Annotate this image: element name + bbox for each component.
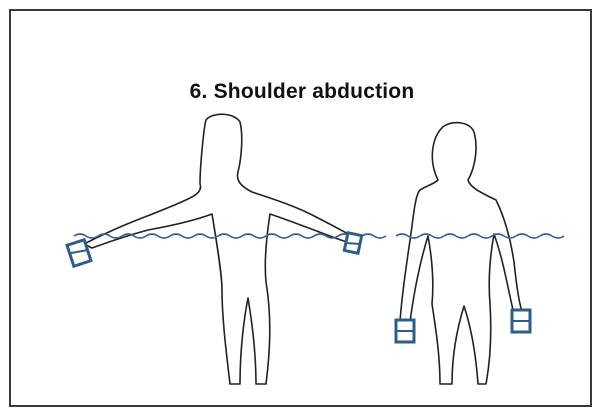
figure-arms-down <box>400 123 522 384</box>
weight-right-hand-figure1 <box>344 233 361 254</box>
weight-left-hand-figure1 <box>67 240 91 266</box>
figure-right-outline <box>400 123 522 384</box>
water-line-right <box>396 234 564 238</box>
water-line-left <box>74 234 386 238</box>
figure-left-outline <box>84 114 356 384</box>
weight-right-hand-figure2 <box>512 310 530 332</box>
figure-arms-abducted <box>84 114 356 384</box>
weight-left-hand-figure2 <box>396 320 414 342</box>
